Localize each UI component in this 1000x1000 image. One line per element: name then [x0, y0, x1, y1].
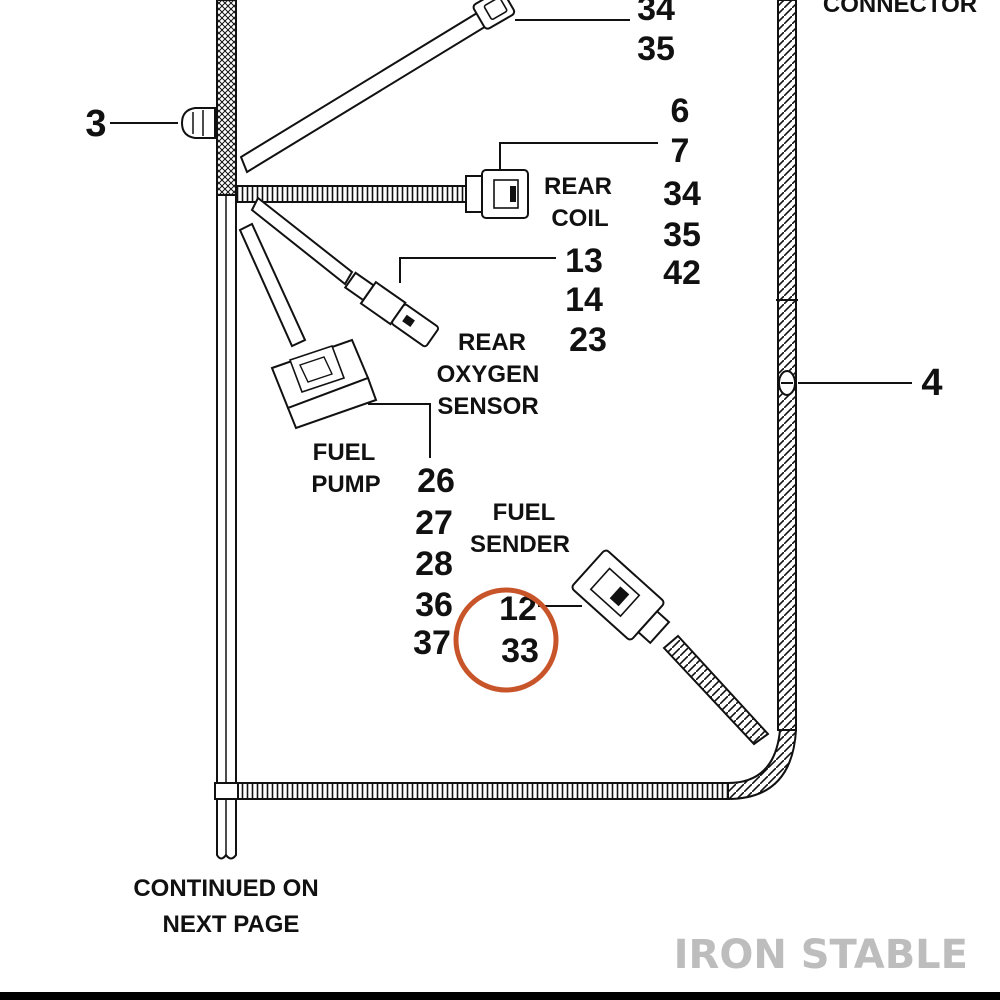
- continued-label-line1: CONTINUED ON: [133, 875, 318, 902]
- rear-coil-label-line2: COIL: [551, 205, 608, 232]
- fuel-pump-number-28: 28: [415, 545, 453, 583]
- rear-oxygen-number-13: 13: [565, 242, 603, 280]
- rear-oxygen-label-line3: SENSOR: [437, 393, 538, 420]
- fuel-sender-number-33: 33: [501, 632, 539, 670]
- branch-top-connector: [239, 0, 630, 174]
- fuel-pump-number-37: 37: [413, 624, 451, 662]
- rear-oxygen-label-line1: REAR: [458, 329, 526, 356]
- branch-rear-oxygen-sensor: [250, 196, 556, 348]
- rear-oxygen-sensor-connector: [343, 271, 440, 348]
- rear-coil-number-34: 34: [663, 175, 701, 213]
- fuel-pump-label-line1: FUEL: [313, 439, 376, 466]
- main-harness-trunk: [214, 0, 239, 860]
- part-number-3: 3: [85, 103, 106, 145]
- rear-coil-label-line1: REAR: [544, 173, 612, 200]
- watermark-text: IRON STABLE: [674, 932, 968, 978]
- fuel-sender-label-line2: SENDER: [470, 531, 570, 558]
- harness-clip-part-3: [110, 107, 216, 139]
- branch-rear-coil: [235, 142, 658, 219]
- highlight-circle: [453, 587, 559, 693]
- rear-coil-number-42: 42: [663, 254, 701, 292]
- branch-fuel-sender: [538, 549, 770, 746]
- rear-coil-number-35: 35: [663, 216, 701, 254]
- rear-oxygen-label-line2: OXYGEN: [437, 361, 540, 388]
- fuel-pump-number-26: 26: [417, 462, 455, 500]
- rear-coil-connector: [465, 169, 529, 219]
- connector-label: CONNECTOR: [823, 0, 977, 18]
- fuel-pump-connector: [270, 338, 378, 430]
- rear-oxygen-number-14: 14: [565, 281, 603, 319]
- rear-coil-number-6: 6: [671, 92, 690, 130]
- fuel-pump-number-36: 36: [415, 586, 453, 624]
- top-number-35: 35: [637, 30, 675, 68]
- rear-oxygen-number-23: 23: [569, 321, 607, 359]
- fuel-sender-connector: [571, 549, 671, 645]
- bottom-harness-conduit: [237, 729, 798, 801]
- top-number-34: 34: [637, 0, 675, 28]
- branch-fuel-pump: [238, 222, 431, 458]
- right-harness-conduit: [776, 0, 798, 731]
- top-connector: [472, 0, 516, 30]
- fuel-sender-label-line1: FUEL: [493, 499, 556, 526]
- fuel-pump-number-27: 27: [415, 504, 453, 542]
- rear-coil-number-7: 7: [671, 132, 690, 170]
- bottom-border: [0, 992, 1000, 1000]
- part-number-4: 4: [921, 362, 942, 404]
- continued-label-line2: NEXT PAGE: [163, 911, 300, 938]
- fuel-pump-label-line2: PUMP: [311, 471, 380, 498]
